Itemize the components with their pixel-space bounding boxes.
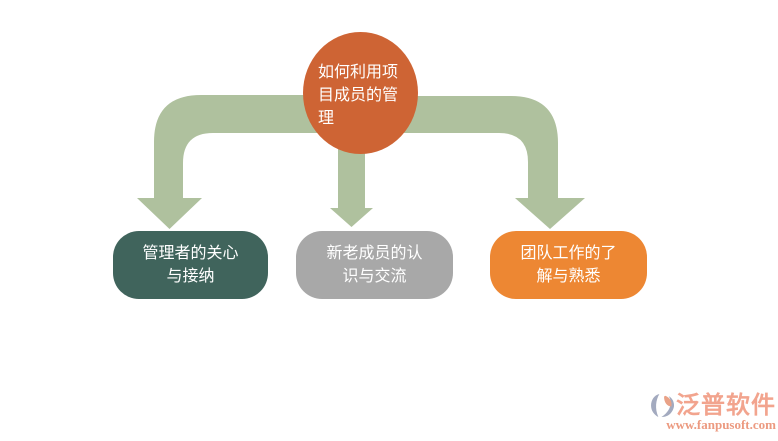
branch-node-manager-care: 管理者的关心 与接纳 [113,231,268,299]
fanpu-logo-icon [651,394,675,417]
fanpu-watermark: 泛普软件 www.fanpusoft.com [650,393,776,432]
bent-arrow-right-icon [392,96,585,229]
root-node-ellipse [303,32,418,154]
brand-name: 泛普软件 [676,392,776,419]
brand-url: www.fanpusoft.com [666,417,776,432]
bent-arrow-left-icon [137,95,332,229]
branch-label-line: 与接纳 [166,268,215,285]
branch-node-member-exchange: 新老成员的认 识与交流 [296,231,453,299]
branch-label-line: 新老成员的认 [326,245,423,262]
branch-label-line: 识与交流 [342,268,407,285]
root-label-line: 如何利用项 [318,64,399,81]
branch-label-line: 管理者的关心 [142,245,239,262]
root-label-line: 目成员的管 [318,87,399,104]
branch-node-team-familiarity: 团队工作的了 解与熟悉 [490,231,647,299]
root-label-line: 理 [318,110,335,127]
straight-arrow-middle-icon [330,140,373,227]
branch-label-line: 解与熟悉 [536,268,601,285]
root-node-label: 如何利用项 目成员的管 理 [318,61,424,130]
branch-label-line: 团队工作的了 [520,245,617,262]
